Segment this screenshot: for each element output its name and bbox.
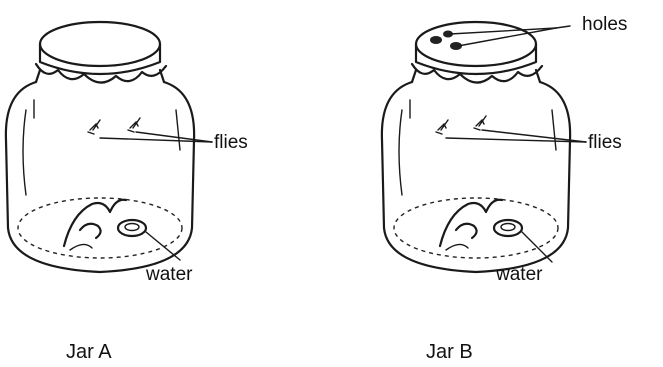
flies-label-a: flies bbox=[214, 132, 248, 153]
water-label-b: water bbox=[495, 264, 543, 285]
water-label-a: water bbox=[145, 264, 193, 285]
fly-b2 bbox=[474, 116, 486, 130]
fly-a1 bbox=[88, 120, 100, 134]
holes-label: holes bbox=[582, 14, 627, 35]
fly-a2 bbox=[128, 118, 140, 132]
jar-a-caption: Jar A bbox=[66, 341, 112, 363]
jar-b bbox=[382, 22, 586, 272]
flies-label-b: flies bbox=[588, 132, 622, 153]
fly-b1 bbox=[436, 120, 448, 134]
jar-a bbox=[6, 22, 212, 272]
jar-b-caption: Jar B bbox=[426, 341, 473, 363]
hole-1 bbox=[430, 36, 442, 44]
